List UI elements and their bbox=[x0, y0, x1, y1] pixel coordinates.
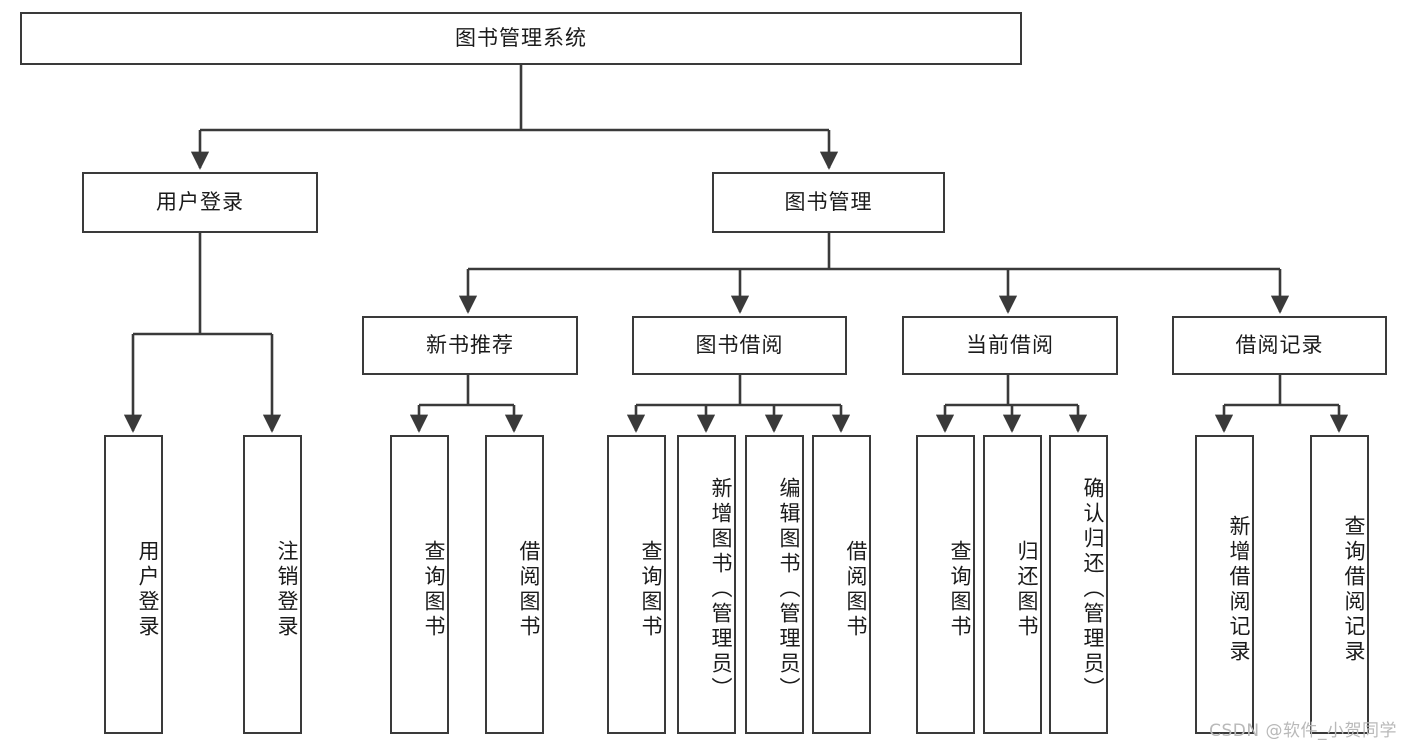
node-leaf-logout[interactable]: 注销登录 bbox=[243, 435, 302, 734]
node-book-borrow[interactable]: 图书借阅 bbox=[632, 316, 847, 375]
node-leaf-query-book-2-label: 查询图书 bbox=[639, 539, 663, 640]
node-leaf-query-record-label: 查询借阅记录 bbox=[1342, 514, 1366, 665]
node-new-book-rec[interactable]: 新书推荐 bbox=[362, 316, 578, 375]
node-book-borrow-label: 图书借阅 bbox=[695, 332, 784, 357]
watermark: CSDN @软件_小贺同学 bbox=[1209, 721, 1397, 741]
node-borrow-record-label: 借阅记录 bbox=[1235, 332, 1324, 357]
node-leaf-add-record[interactable]: 新增借阅记录 bbox=[1195, 435, 1254, 734]
node-leaf-return-book[interactable]: 归还图书 bbox=[983, 435, 1042, 734]
node-leaf-confirm-return[interactable]: 确认归还（管理员） bbox=[1049, 435, 1108, 734]
node-leaf-logout-label: 注销登录 bbox=[275, 539, 299, 640]
node-leaf-query-record[interactable]: 查询借阅记录 bbox=[1310, 435, 1369, 734]
node-new-book-rec-label: 新书推荐 bbox=[426, 332, 514, 357]
node-root[interactable]: 图书管理系统 bbox=[20, 12, 1022, 65]
node-leaf-add-record-label: 新增借阅记录 bbox=[1227, 514, 1251, 665]
node-current-borrow[interactable]: 当前借阅 bbox=[902, 316, 1118, 375]
node-leaf-query-book-1[interactable]: 查询图书 bbox=[390, 435, 449, 734]
node-current-borrow-label: 当前借阅 bbox=[966, 332, 1054, 357]
node-leaf-borrow-book-2[interactable]: 借阅图书 bbox=[812, 435, 871, 734]
node-book-manage-label: 图书管理 bbox=[784, 189, 873, 214]
node-leaf-add-book[interactable]: 新增图书（管理员） bbox=[677, 435, 736, 734]
node-leaf-edit-book[interactable]: 编辑图书（管理员） bbox=[745, 435, 804, 734]
node-leaf-query-book-2[interactable]: 查询图书 bbox=[607, 435, 666, 734]
node-leaf-user-login-label: 用户登录 bbox=[136, 539, 160, 640]
node-user-login[interactable]: 用户登录 bbox=[82, 172, 318, 233]
node-leaf-query-book-3-label: 查询图书 bbox=[948, 539, 972, 640]
node-leaf-query-book-3[interactable]: 查询图书 bbox=[916, 435, 975, 734]
node-leaf-borrow-book-1-label: 借阅图书 bbox=[517, 539, 541, 640]
node-leaf-return-book-label: 归还图书 bbox=[1015, 539, 1039, 640]
node-leaf-user-login[interactable]: 用户登录 bbox=[104, 435, 163, 734]
node-leaf-add-book-label: 新增图书（管理员） bbox=[709, 477, 733, 702]
node-leaf-borrow-book-1[interactable]: 借阅图书 bbox=[485, 435, 544, 734]
node-user-login-label: 用户登录 bbox=[156, 189, 244, 214]
node-root-label: 图书管理系统 bbox=[455, 25, 587, 50]
node-leaf-edit-book-label: 编辑图书（管理员） bbox=[777, 477, 801, 702]
node-leaf-borrow-book-2-label: 借阅图书 bbox=[844, 539, 868, 640]
node-book-manage[interactable]: 图书管理 bbox=[712, 172, 945, 233]
node-leaf-confirm-return-label: 确认归还（管理员） bbox=[1081, 477, 1105, 702]
node-borrow-record[interactable]: 借阅记录 bbox=[1172, 316, 1387, 375]
node-leaf-query-book-1-label: 查询图书 bbox=[422, 539, 446, 640]
